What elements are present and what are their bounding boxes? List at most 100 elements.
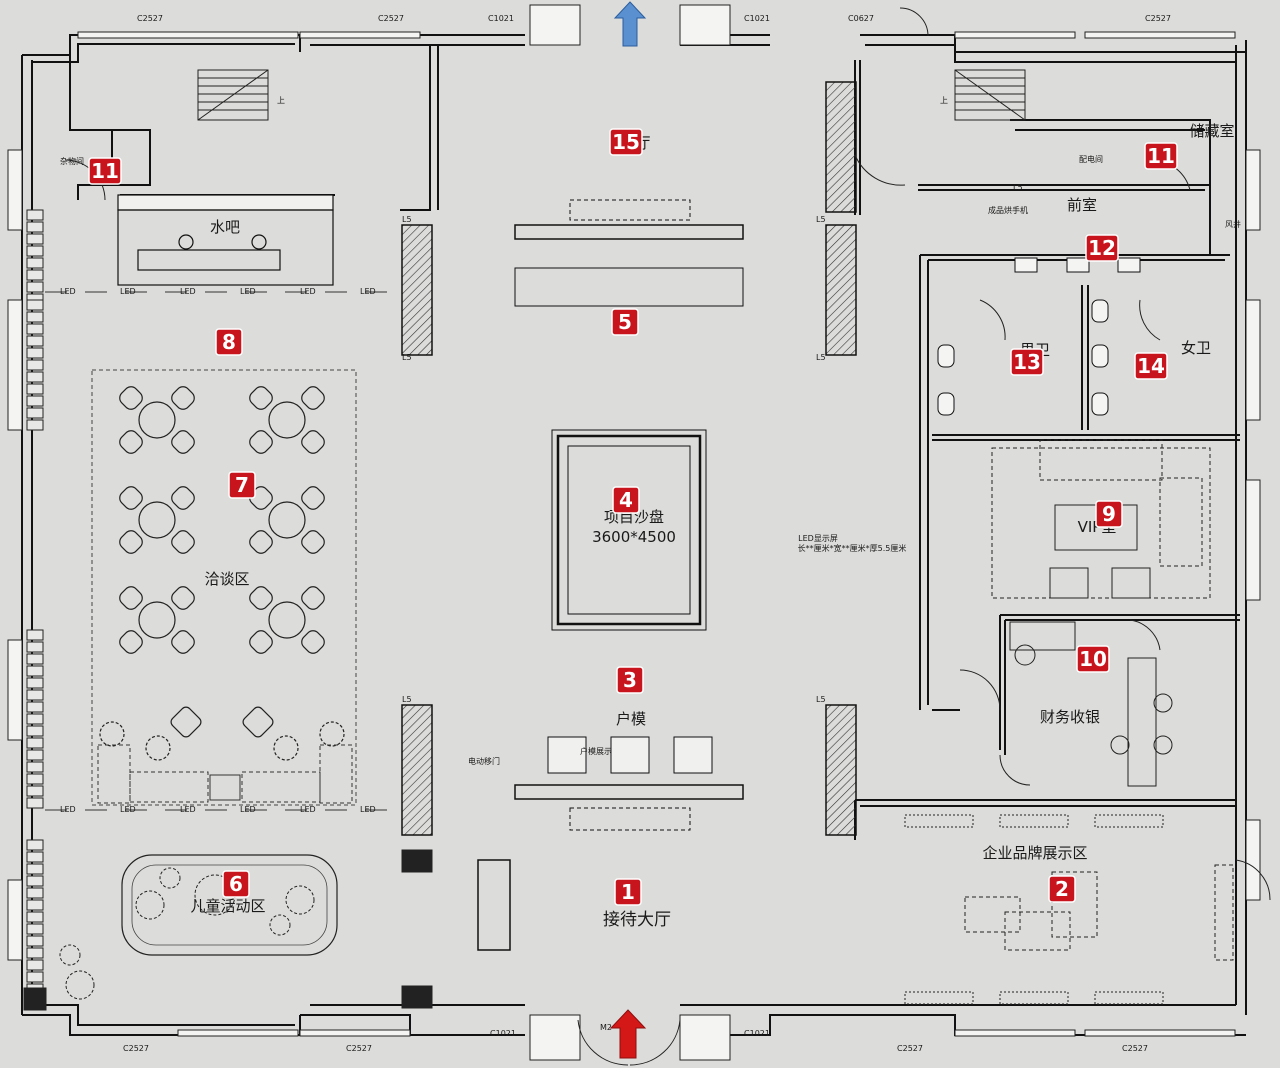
window-bars — [7, 4, 1261, 1061]
led-tags: LED LED LED LED LED LED LED LED LED LED … — [60, 287, 376, 814]
svg-text:LED: LED — [60, 287, 76, 296]
main-door-code: M2 — [600, 1023, 612, 1032]
cabinet-cell — [26, 737, 44, 749]
svg-text:C2527: C2527 — [346, 1044, 372, 1053]
column-block — [23, 987, 47, 1011]
svg-text:L5: L5 — [816, 695, 826, 704]
model-boxes — [547, 736, 713, 774]
room-marker-13: 13 — [1010, 348, 1044, 376]
svg-text:C2527: C2527 — [378, 14, 404, 23]
room-marker-label: 14 — [1137, 354, 1165, 378]
room-marker-label: 8 — [222, 330, 236, 354]
cabinet-cell — [26, 677, 44, 689]
table-set — [249, 486, 325, 554]
svg-text:LED: LED — [360, 805, 376, 814]
room-marker-14: 14 — [1134, 352, 1168, 380]
room-marker-11: 11 — [1144, 142, 1178, 170]
cabinet-cell — [26, 335, 44, 347]
cabinet-cell — [26, 839, 44, 851]
cabinet-cell — [26, 923, 44, 935]
cabinet-cell — [26, 371, 44, 383]
cabinet-cell — [26, 887, 44, 899]
svg-text:LED: LED — [180, 805, 196, 814]
led-screen-note: LED显示屏 — [798, 534, 838, 543]
cabinet-cell — [26, 851, 44, 863]
sinks — [1014, 257, 1141, 273]
cabinet-cell — [26, 323, 44, 335]
room-marker-label: 15 — [612, 130, 640, 154]
sofa-group — [97, 744, 353, 804]
side-table — [319, 721, 345, 747]
room-marker-5: 5 — [611, 308, 639, 336]
svg-text:C1021: C1021 — [744, 14, 770, 23]
svg-text:LED: LED — [360, 287, 376, 296]
sandtable-size-label: 3600*4500 — [592, 528, 676, 546]
svg-text:C1021: C1021 — [490, 1029, 516, 1038]
room-marker-7: 7 — [228, 471, 256, 499]
room-marker-11: 11 — [88, 157, 122, 185]
svg-text:L5: L5 — [816, 215, 826, 224]
svg-text:C2527: C2527 — [1145, 14, 1171, 23]
room-marker-label: 6 — [229, 872, 243, 896]
kids-area-label: 儿童活动区 — [190, 897, 265, 915]
room-marker-label: 1 — [621, 880, 635, 904]
room-marker-15: 15 — [609, 128, 643, 156]
door-arcs — [64, 7, 1271, 1066]
svg-text:L5: L5 — [402, 353, 412, 362]
finance-label: 财务收银 — [1040, 708, 1100, 726]
finance-furniture — [1009, 621, 1173, 787]
column-block — [401, 985, 433, 1009]
cabinet-cell — [26, 749, 44, 761]
side-table — [99, 721, 125, 747]
room-marker-8: 8 — [215, 328, 243, 356]
table-set — [249, 386, 325, 454]
cabinet-cell — [26, 209, 44, 221]
room-marker-12: 12 — [1085, 234, 1119, 262]
svg-text:LED: LED — [300, 805, 316, 814]
cabinet-cell — [26, 245, 44, 257]
cabinet-cell — [26, 269, 44, 281]
svg-text:C2527: C2527 — [137, 14, 163, 23]
svg-text:C2527: C2527 — [897, 1044, 923, 1053]
room-marker-label: 11 — [91, 159, 119, 183]
room-marker-9: 9 — [1095, 500, 1123, 528]
front-room-label: 前室 — [1067, 196, 1097, 214]
svg-text:L5: L5 — [1013, 183, 1023, 192]
room-marker-3: 3 — [616, 666, 644, 694]
room-marker-label: 4 — [619, 488, 633, 512]
svg-text:C2527: C2527 — [1122, 1044, 1148, 1053]
cabinet-cell — [26, 299, 44, 311]
cabinet-cell — [26, 347, 44, 359]
cabinet-cell — [26, 359, 44, 371]
cabinet-cell — [26, 725, 44, 737]
cabinet-cell — [26, 935, 44, 947]
sundry-label: 杂物间 — [60, 156, 84, 166]
cabinet-cell — [26, 257, 44, 269]
lounge-chair — [242, 706, 274, 738]
table-set — [119, 386, 195, 454]
cabinet-cell — [26, 419, 44, 431]
side-table — [145, 735, 171, 761]
auto-door-note: 电动移门 — [468, 756, 500, 766]
svg-text:C1021: C1021 — [744, 1029, 770, 1038]
negotiation-tables — [99, 386, 345, 761]
brand-displays — [904, 814, 1234, 1005]
table-set — [119, 586, 195, 654]
cabinet-cell — [26, 281, 44, 293]
svg-text:LED: LED — [240, 287, 256, 296]
cabinet-cell — [26, 221, 44, 233]
negotiation-label: 洽谈区 — [204, 570, 249, 588]
display-counters — [477, 199, 744, 951]
cabinet-cell — [26, 701, 44, 713]
cabinet-cell — [26, 629, 44, 641]
table-set — [249, 586, 325, 654]
cabinet-cell — [26, 653, 44, 665]
toilet-icon — [937, 299, 1109, 416]
cabinet-cell — [26, 797, 44, 809]
svg-text:L5: L5 — [402, 695, 412, 704]
svg-text:LED: LED — [180, 287, 196, 296]
cabinet-cell — [26, 233, 44, 245]
kids-play-area — [121, 854, 338, 956]
